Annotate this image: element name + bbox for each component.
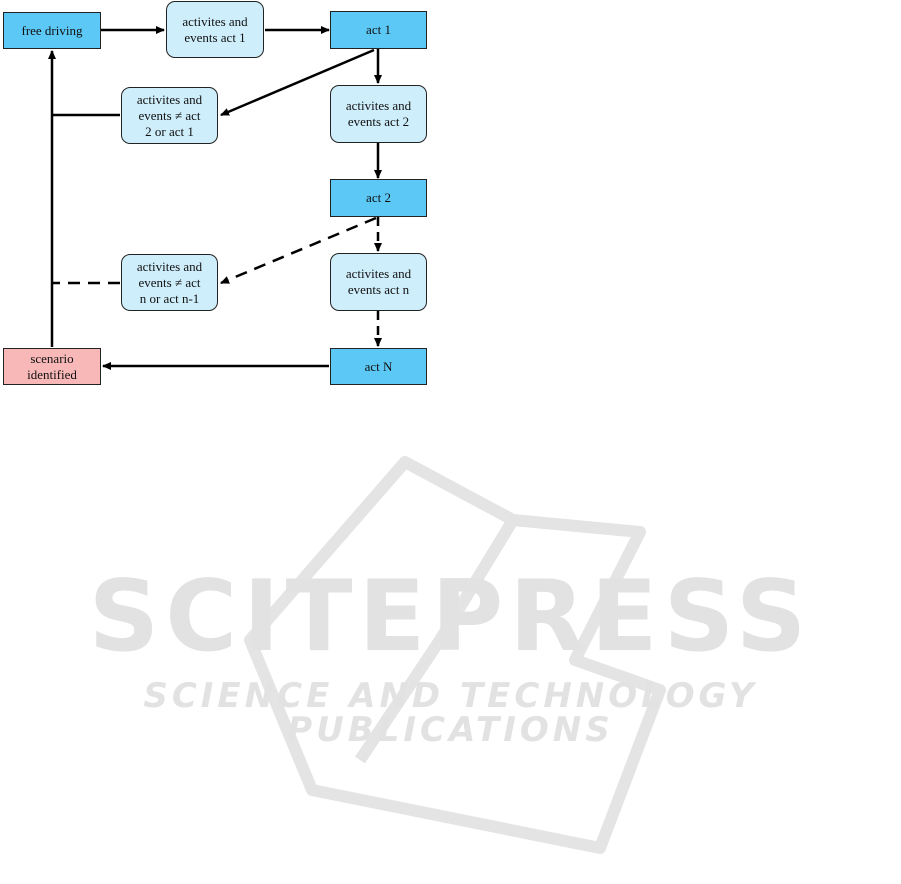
node-scenario-identified-label: scenario identified	[27, 351, 77, 383]
node-act1: act 1	[330, 11, 427, 49]
node-activities-act1: activites and events act 1	[166, 1, 264, 58]
node-act1-label: act 1	[366, 22, 391, 38]
node-activities-act2: activites and events act 2	[330, 85, 427, 143]
node-activities-act2-label: activites and events act 2	[346, 98, 411, 130]
node-actN: act N	[330, 348, 427, 385]
node-activities-actn-label: activites and events act n	[346, 266, 411, 298]
node-free-driving-label: free driving	[21, 23, 82, 39]
node-activities-not-act2-or-act1: activites and events ≠ act 2 or act 1	[121, 87, 218, 144]
node-activities-actn: activites and events act n	[330, 253, 427, 311]
node-act2-label: act 2	[366, 190, 391, 206]
node-actN-label: act N	[365, 359, 393, 375]
node-activities-not-act2-label: activites and events ≠ act 2 or act 1	[137, 92, 202, 140]
node-activities-not-actn-or-actn1: activites and events ≠ act n or act n-1	[121, 254, 218, 311]
node-activities-not-actn-label: activites and events ≠ act n or act n-1	[137, 259, 202, 307]
node-activities-act1-label: activites and events act 1	[182, 14, 247, 46]
node-free-driving: free driving	[3, 12, 101, 49]
node-act2: act 2	[330, 179, 427, 217]
node-scenario-identified: scenario identified	[3, 348, 101, 385]
